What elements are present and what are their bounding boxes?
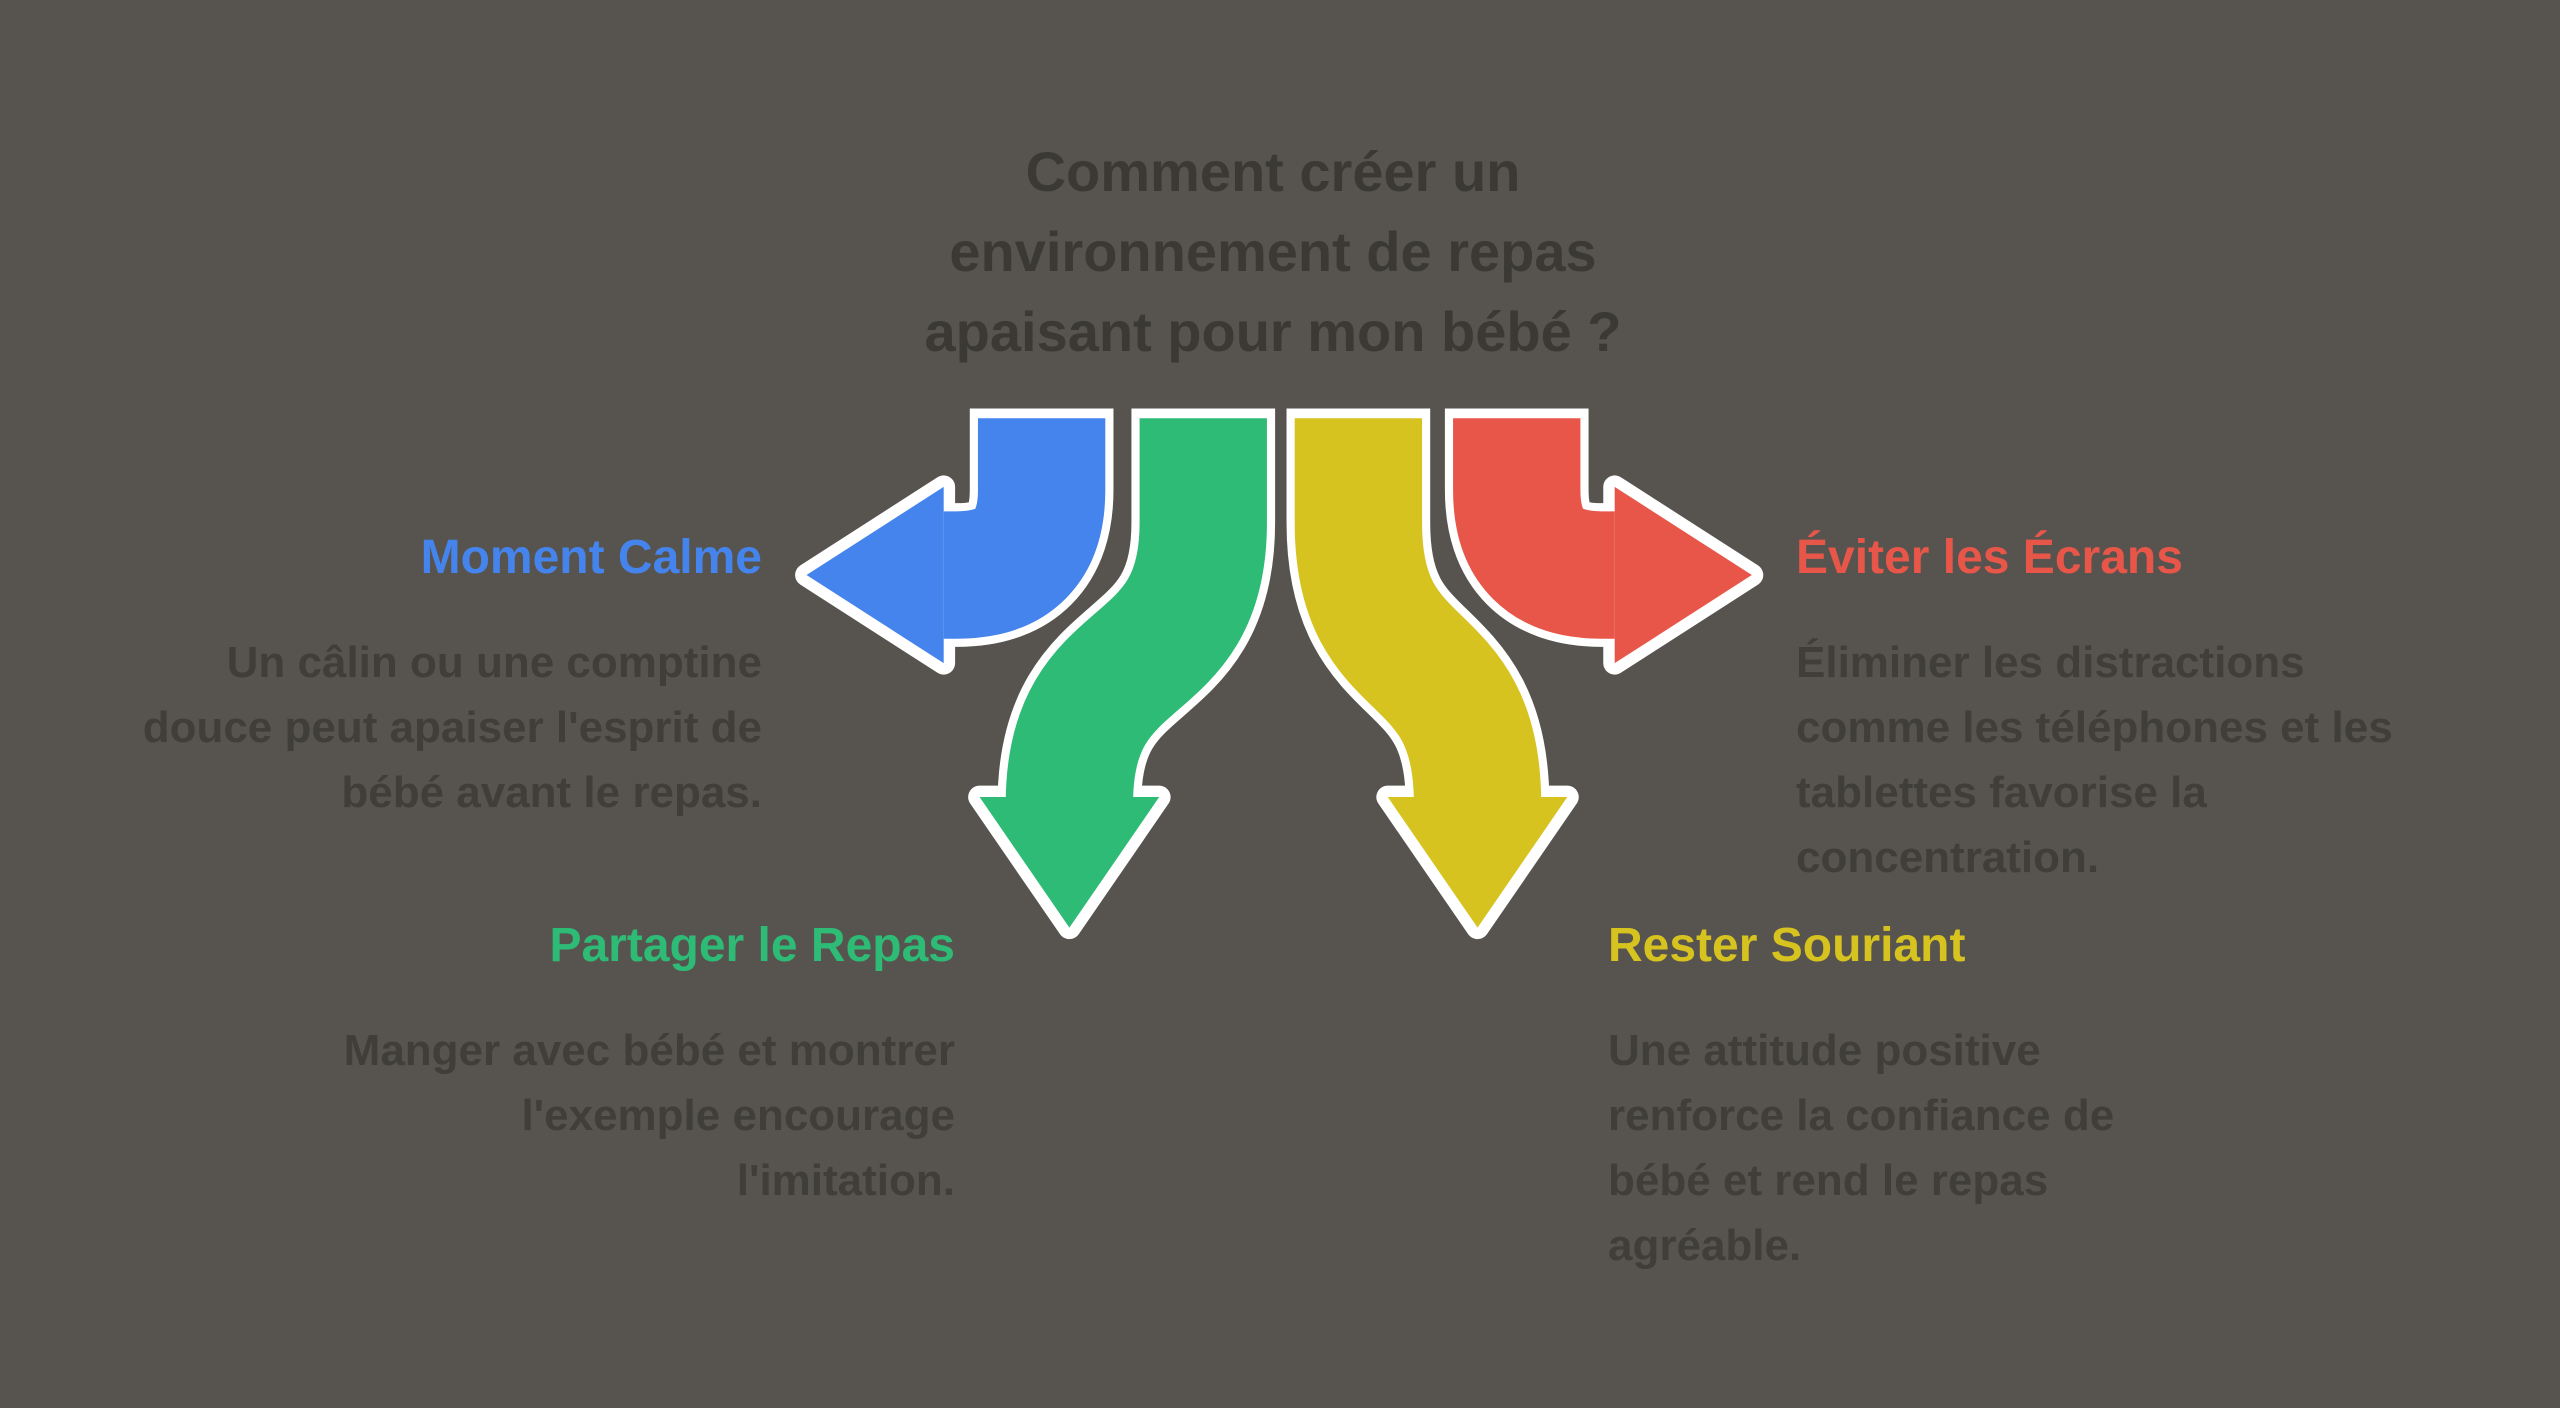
- section-heading: Rester Souriant: [1608, 919, 1966, 972]
- arrow-head: [1387, 797, 1568, 928]
- arrow-moment-calme: [795, 408, 1114, 675]
- arrow-partager-le-repas: [968, 408, 1276, 940]
- section-description: Un câlin ou une comptine douce peut apai…: [142, 638, 762, 817]
- arrow-head: [979, 797, 1160, 928]
- section-description: Une attitude positive renforce la confia…: [1608, 1026, 2115, 1270]
- arrow-head: [806, 486, 944, 664]
- arrow-eviter-les-ecrans: [1444, 408, 1764, 675]
- page-title: Comment créer un environnement de repas …: [924, 140, 1622, 363]
- arrow-body: [1005, 418, 1267, 806]
- section-description: Manger avec bébé et montrer l'exemple en…: [343, 1026, 955, 1205]
- section-eviter-les-ecrans: Éviter les Écrans Éliminer les distracti…: [1796, 528, 2393, 890]
- arrow-rester-souriant: [1286, 408, 1579, 940]
- section-moment-calme: Moment Calme Un câlin ou une comptine do…: [143, 528, 762, 825]
- section-heading: Partager le Repas: [549, 919, 955, 972]
- section-heading: Moment Calme: [420, 531, 762, 584]
- arrow-body: [1453, 418, 1615, 639]
- section-partager-le-repas: Partager le Repas Manger avec bébé et mo…: [344, 916, 955, 1213]
- section-description: Éliminer les distractions comme les télé…: [1796, 638, 2393, 882]
- section-rester-souriant: Rester Souriant Une attitude positive re…: [1608, 916, 2114, 1278]
- arrow-body: [1294, 418, 1542, 806]
- section-heading: Éviter les Écrans: [1796, 531, 2183, 584]
- arrow-body: [943, 418, 1106, 639]
- arrow-head: [1614, 486, 1752, 664]
